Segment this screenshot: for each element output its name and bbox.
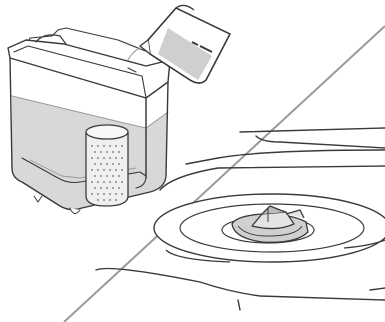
- filter-cartridge: [86, 125, 128, 206]
